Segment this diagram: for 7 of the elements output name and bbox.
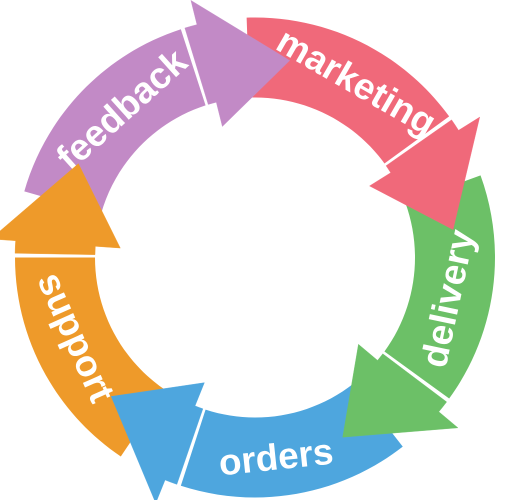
arrowhead — [110, 382, 205, 500]
arrowhead — [0, 163, 120, 255]
node-label: orders — [220, 442, 332, 475]
node-label: delivery — [422, 228, 479, 366]
arrowhead — [342, 344, 458, 438]
arrowhead — [369, 116, 480, 230]
arrowhead — [184, 0, 290, 127]
